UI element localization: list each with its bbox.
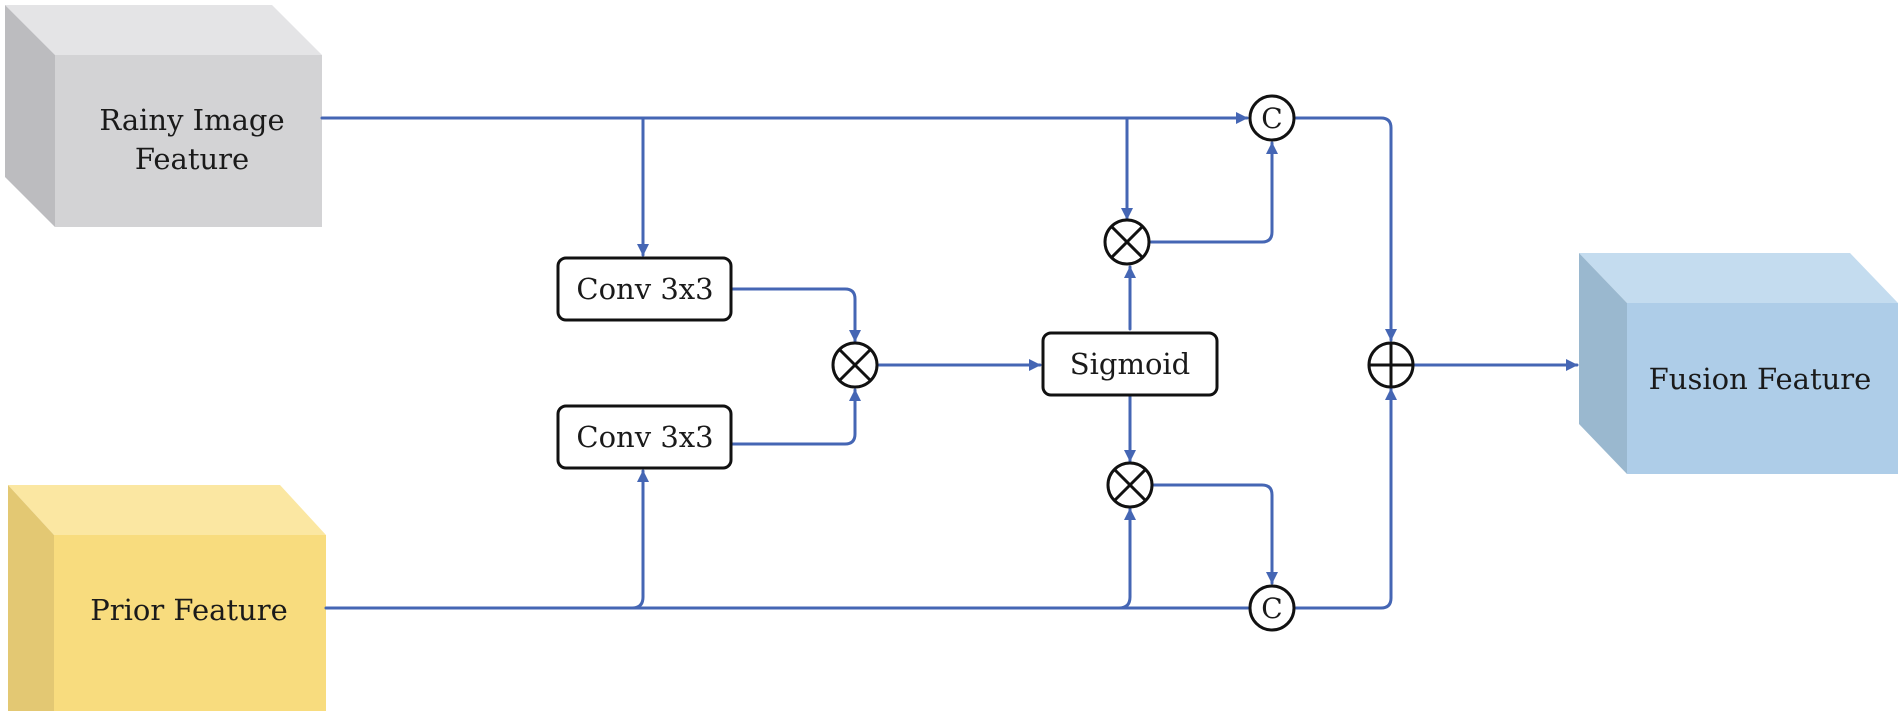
multiply-top-to-concat-top-arrow <box>1149 141 1278 244</box>
fusion-feature-block: Fusion Feature <box>1579 253 1898 474</box>
prior-feature-block: Prior Feature <box>8 485 326 711</box>
concat-bottom-to-add-arrow <box>1294 387 1397 610</box>
concat-bottom-node: C <box>1248 584 1296 632</box>
conv-bottom-label: Conv 3x3 <box>576 420 713 454</box>
multiply-bottom-icon <box>1106 461 1154 509</box>
conv-top-to-multiply-arrow <box>729 287 861 343</box>
rainy-block-label-line1: Rainy Image <box>99 103 284 137</box>
add-icon <box>1367 341 1415 389</box>
prior-to-conv-bottom-arrow <box>630 469 649 610</box>
fusion-block-front-face <box>1627 303 1898 474</box>
multiply-bottom-to-concat-bottom-arrow <box>1150 483 1278 585</box>
concat-top-to-add-arrow <box>1294 116 1397 342</box>
conv-bottom-to-multiply-arrow <box>729 388 861 446</box>
concat-top-label: C <box>1261 102 1282 135</box>
rainy-block-label-line2: Feature <box>135 142 249 176</box>
conv-top-box: Conv 3x3 <box>556 256 733 322</box>
prior-block-front-face <box>54 535 326 711</box>
conv-bottom-box: Conv 3x3 <box>556 404 733 470</box>
prior-to-multiply-bottom-arrow <box>1117 507 1136 610</box>
concat-top-node: C <box>1248 94 1296 142</box>
rainy-block-front-face <box>55 55 322 227</box>
rainy-image-feature-block: Rainy Image Feature <box>5 5 322 227</box>
prior-block-label: Prior Feature <box>90 593 288 627</box>
sigmoid-box: Sigmoid <box>1041 331 1219 397</box>
multiply-top-icon <box>1103 218 1151 266</box>
conv-top-label: Conv 3x3 <box>576 272 713 306</box>
sigmoid-label: Sigmoid <box>1070 347 1191 381</box>
connections <box>320 112 1579 610</box>
fusion-block-label: Fusion Feature <box>1649 362 1872 396</box>
multiply-center-icon <box>831 341 879 389</box>
concat-bottom-label: C <box>1261 592 1282 625</box>
